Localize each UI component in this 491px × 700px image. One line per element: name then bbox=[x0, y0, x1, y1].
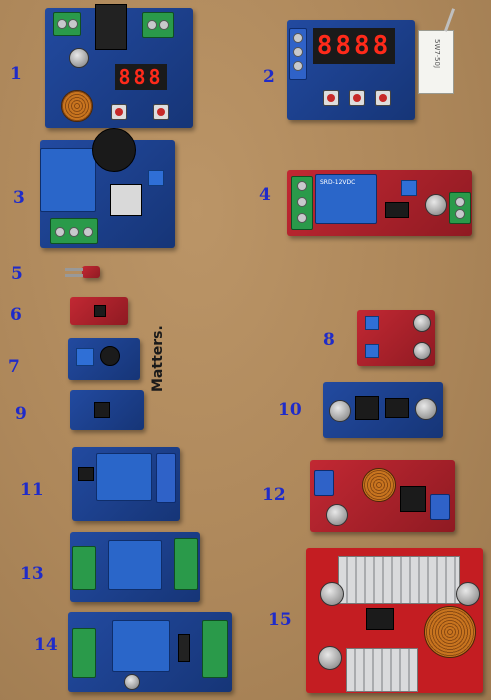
current-transformer bbox=[92, 128, 136, 172]
terminal-block bbox=[174, 538, 198, 590]
relay bbox=[112, 620, 170, 672]
push-button bbox=[111, 104, 127, 120]
label-3: 3 bbox=[13, 188, 25, 208]
module-12-board bbox=[310, 460, 455, 532]
push-button bbox=[153, 104, 169, 120]
module-11-board bbox=[72, 447, 180, 521]
module-14-board bbox=[68, 612, 232, 692]
module-3-board bbox=[40, 128, 175, 248]
module-9-board bbox=[70, 390, 144, 430]
module-chip bbox=[110, 184, 142, 216]
regulator-chip bbox=[400, 486, 426, 512]
capacitor bbox=[320, 582, 344, 606]
capacitor bbox=[413, 314, 431, 332]
label-13: 13 bbox=[20, 564, 44, 584]
connector-black bbox=[95, 4, 127, 50]
potentiometer bbox=[365, 316, 379, 330]
push-button bbox=[323, 90, 339, 106]
capacitor bbox=[124, 674, 140, 690]
label-11: 11 bbox=[20, 480, 44, 500]
seven-segment-display: 888 bbox=[115, 64, 167, 90]
label-6: 6 bbox=[10, 305, 22, 325]
ic-chip bbox=[94, 305, 106, 317]
terminal-block bbox=[156, 453, 176, 503]
capacitor bbox=[456, 582, 480, 606]
module-4-board: SRD-12VDC bbox=[287, 170, 472, 236]
terminal-block bbox=[142, 12, 174, 38]
label-4: 4 bbox=[259, 185, 271, 205]
power-resistor: 5W7·50J bbox=[418, 30, 454, 94]
capacitor bbox=[69, 48, 89, 68]
relay bbox=[96, 453, 152, 501]
board-print-text: Matters. bbox=[150, 325, 166, 392]
potentiometer bbox=[365, 344, 379, 358]
terminal-block bbox=[72, 546, 96, 590]
ic-chip bbox=[385, 202, 409, 218]
inductor bbox=[355, 396, 379, 420]
capacitor bbox=[415, 398, 437, 420]
heatsink bbox=[346, 648, 418, 692]
label-8: 8 bbox=[323, 330, 335, 350]
inductor-coil bbox=[424, 606, 476, 658]
terminal-block bbox=[53, 12, 81, 36]
label-15: 15 bbox=[268, 610, 292, 630]
terminal-block bbox=[50, 218, 98, 244]
header-pins bbox=[65, 268, 83, 271]
terminal-block bbox=[289, 28, 307, 80]
ic-chip bbox=[385, 398, 409, 418]
terminal-block bbox=[72, 628, 96, 678]
capacitor bbox=[413, 342, 431, 360]
terminal-block bbox=[430, 494, 450, 520]
label-14: 14 bbox=[34, 635, 58, 655]
ic-chip bbox=[78, 467, 94, 481]
terminal-block bbox=[202, 620, 228, 678]
capacitor bbox=[326, 504, 348, 526]
potentiometer bbox=[148, 170, 164, 186]
label-2: 2 bbox=[263, 67, 275, 87]
diode bbox=[178, 634, 190, 662]
potentiometer bbox=[76, 348, 94, 366]
seven-segment-display: 8888 bbox=[313, 28, 395, 64]
label-10: 10 bbox=[278, 400, 302, 420]
label-12: 12 bbox=[262, 485, 286, 505]
inductor bbox=[100, 346, 120, 366]
relay bbox=[40, 148, 96, 212]
relay: SRD-12VDC bbox=[315, 174, 377, 224]
module-7-board bbox=[68, 338, 140, 380]
ic-chip bbox=[94, 402, 110, 418]
capacitor bbox=[329, 400, 351, 422]
terminal-block bbox=[449, 192, 471, 224]
heatsink bbox=[338, 556, 460, 604]
module-13-board bbox=[70, 532, 200, 602]
module-1-board: 888 bbox=[45, 4, 193, 128]
module-15-board bbox=[306, 548, 483, 693]
label-1: 1 bbox=[10, 64, 22, 84]
terminal-block bbox=[314, 470, 334, 496]
ic-chip bbox=[366, 608, 394, 630]
resistor-lead bbox=[443, 8, 456, 32]
capacitor bbox=[318, 646, 342, 670]
capacitor bbox=[425, 194, 447, 216]
inductor-coil bbox=[362, 468, 396, 502]
module-10-board bbox=[323, 382, 443, 438]
module-8-board bbox=[357, 310, 435, 366]
module-5-board bbox=[82, 266, 100, 278]
push-button bbox=[349, 90, 365, 106]
module-6-board bbox=[70, 297, 128, 325]
push-button bbox=[375, 90, 391, 106]
terminal-block bbox=[291, 176, 313, 230]
label-9: 9 bbox=[15, 404, 27, 424]
potentiometer bbox=[401, 180, 417, 196]
label-5: 5 bbox=[11, 264, 23, 284]
inductor-coil bbox=[61, 90, 93, 122]
label-7: 7 bbox=[8, 357, 20, 377]
module-2-board: 8888 bbox=[287, 20, 415, 120]
relay bbox=[108, 540, 162, 590]
